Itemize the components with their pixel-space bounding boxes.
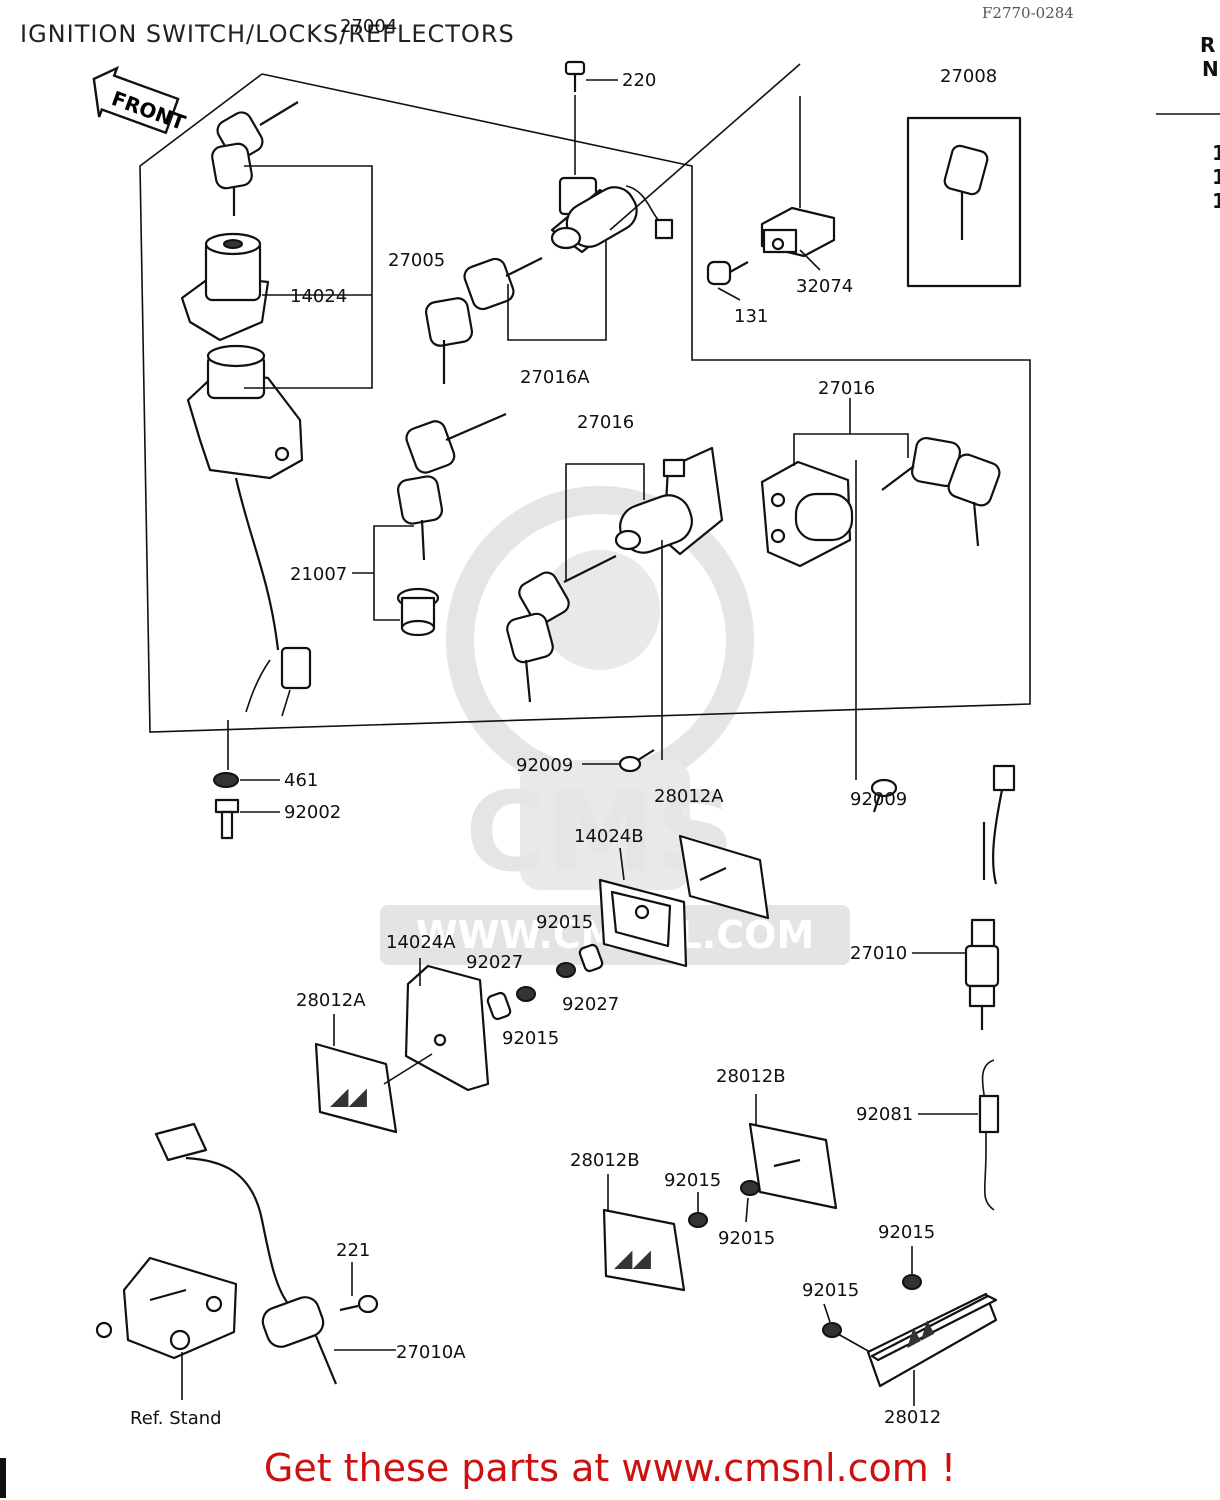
washer-icon (213, 772, 239, 788)
label-221: 221 (336, 1240, 370, 1261)
label-92002: 92002 (284, 802, 341, 823)
label-27016a: 27016A (520, 367, 590, 388)
part-labels: 27004 220 27008 27005 14024 32074 131 27… (130, 16, 997, 1429)
label-28012b-left: 28012B (570, 1150, 640, 1171)
edge-mark (0, 1458, 6, 1498)
label-32074: 32074 (796, 276, 853, 297)
label-27010a: 27010A (396, 1342, 466, 1363)
bracket-14024b-icon (598, 878, 688, 968)
label-92015-e: 92015 (878, 1222, 935, 1243)
ignition-switch-icon (186, 344, 304, 480)
figure-code: F2770-0284 (982, 4, 1074, 22)
bracket-icon (760, 206, 836, 258)
key-set-d-icon (881, 436, 1001, 547)
label-14024b: 14024B (574, 826, 644, 847)
reflector-28012b-right-icon (740, 1122, 838, 1210)
cap-icon (396, 587, 440, 637)
label-92027-a: 92027 (466, 952, 523, 973)
label-92081: 92081 (856, 1104, 913, 1125)
label-92015-d: 92015 (718, 1228, 775, 1249)
label-92015-a: 92015 (536, 912, 593, 933)
side-lock-icon (760, 460, 854, 568)
edge-glyph-1b: 1 (1212, 165, 1220, 189)
seat-lock-icon (550, 176, 674, 254)
bracket-14024a-icon (404, 964, 490, 1092)
label-92015-c: 92015 (664, 1170, 721, 1191)
label-220: 220 (622, 70, 656, 91)
clipped-edge-text: R N 1 1 1 (1156, 33, 1220, 213)
key-set-a-icon (424, 257, 543, 384)
label-92015-f: 92015 (802, 1280, 859, 1301)
label-14024a: 14024A (386, 932, 456, 953)
ignition-cover-icon (180, 232, 270, 342)
label-27004: 27004 (340, 16, 397, 37)
collar-icon (486, 943, 604, 1021)
label-14024: 14024 (290, 286, 347, 307)
label-92015-b: 92015 (502, 1028, 559, 1049)
edge-glyph-1c: 1 (1212, 189, 1220, 213)
key-blank-box (906, 116, 1022, 288)
label-27010: 27010 (850, 943, 907, 964)
reflector-28012a-left-icon: ◢◢ (314, 1042, 398, 1134)
page-title: IGNITION SWITCH/LOCKS/REFLECTORS (20, 20, 515, 48)
edge-glyph-n: N (1202, 57, 1219, 81)
screw-icon (870, 778, 898, 813)
label-21007: 21007 (290, 564, 347, 585)
label-28012: 28012 (884, 1407, 941, 1428)
label-28012b-right: 28012B (716, 1066, 786, 1087)
label-27016-left: 27016 (577, 412, 634, 433)
label-461: 461 (284, 770, 318, 791)
label-92009-left: 92009 (516, 755, 573, 776)
label-27008: 27008 (940, 66, 997, 87)
screw-icon (564, 60, 586, 92)
label-ref-stand: Ref. Stand (130, 1408, 222, 1429)
side-stand-switch-icon (154, 1122, 338, 1385)
svg-text:◢◢: ◢◢ (330, 1082, 367, 1110)
label-131: 131 (734, 306, 768, 327)
reflector-28012-icon: ◢◢ (822, 1274, 998, 1388)
edge-glyph-1a: 1 (1212, 141, 1220, 165)
stand-bracket-icon (95, 1256, 238, 1360)
key-set-c-icon (506, 555, 617, 703)
bolt-icon (214, 798, 240, 840)
ignition-key-icon (211, 101, 299, 216)
key-blank-icon (943, 144, 989, 240)
label-27005: 27005 (388, 250, 445, 271)
edge-glyph-r: R (1200, 33, 1215, 57)
spring-icon (978, 1059, 1000, 1211)
screw-icon (339, 1294, 379, 1314)
label-92009-right: 92009 (850, 789, 907, 810)
label-28012a-top: 28012A (654, 786, 724, 807)
call-to-action-link[interactable]: Get these parts at www.cmsnl.com ! (263, 1446, 957, 1490)
reflector-28012a-top-icon (678, 834, 770, 920)
helmet-lock-icon (614, 446, 724, 556)
svg-text:◢◢: ◢◢ (614, 1244, 651, 1272)
kit-boundary (139, 73, 1031, 733)
reflector-28012b-left-icon: ◢◢ (602, 1208, 708, 1292)
brake-switch-icon (964, 764, 1016, 1030)
key-set-b-icon (396, 412, 507, 561)
bolt-icon (706, 260, 749, 286)
label-92027-b: 92027 (562, 994, 619, 1015)
label-27016-right: 27016 (818, 378, 875, 399)
front-arrow-icon: FRONT (92, 65, 189, 135)
label-28012a-left: 28012A (296, 990, 366, 1011)
